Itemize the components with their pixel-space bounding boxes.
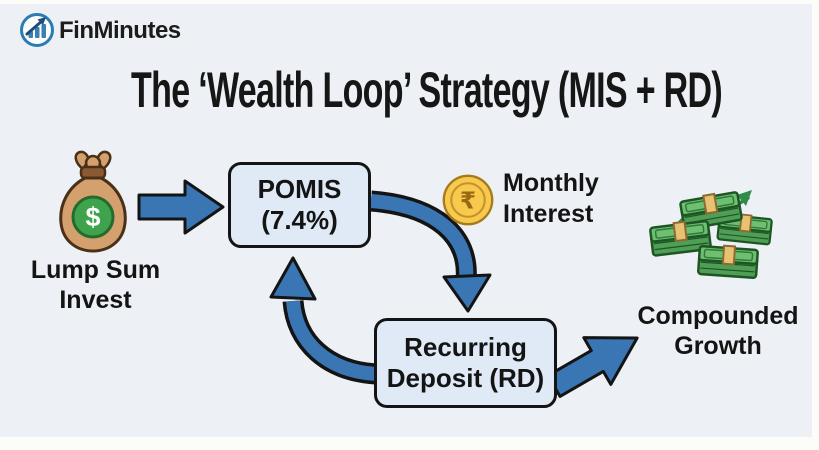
compounded-growth-line2: Growth: [674, 332, 762, 360]
arrow-pomis-to-rd: [370, 190, 492, 313]
right-edge-strip: [812, 0, 819, 450]
finminutes-logo-icon: [20, 13, 54, 47]
dollar-symbol: $: [85, 202, 100, 232]
rupee-symbol: ₹: [460, 187, 476, 213]
rd-line2: Deposit (RD): [386, 363, 545, 393]
cash-stacks-icon: [648, 188, 774, 280]
pomis-line2: (7.4%): [261, 205, 338, 235]
compounded-growth-line1: Compounded: [637, 302, 799, 330]
arrow-rd-to-pomis: [269, 256, 377, 385]
monthly-interest-label: Monthly Interest: [503, 168, 623, 230]
compounded-growth-label: Compounded Growth: [628, 301, 808, 361]
rd-line1: Recurring: [404, 332, 527, 362]
lump-sum-line2: Invest: [59, 286, 132, 314]
monthly-interest-line2: Interest: [503, 200, 594, 228]
page-title: The ‘Wealth Loop’ Strategy (MIS + RD): [131, 62, 723, 118]
lump-sum-line1: Lump Sum: [30, 256, 161, 284]
brand-name: FinMinutes: [59, 17, 181, 44]
pomis-box: POMIS (7.4%): [228, 162, 371, 248]
rupee-coin-icon: ₹: [442, 174, 494, 226]
bottom-edge-strip: [0, 437, 819, 450]
lump-sum-label: Lump Sum Invest: [13, 255, 178, 315]
top-edge-strip: [0, 0, 819, 4]
recurring-deposit-box: Recurring Deposit (RD): [374, 318, 557, 408]
arrow-rd-to-growth: [546, 336, 639, 398]
arrow-lumpsum-to-pomis: [137, 179, 225, 235]
monthly-interest-line1: Monthly: [503, 169, 599, 197]
money-bag-icon: $: [59, 150, 127, 253]
pomis-line1: POMIS: [257, 174, 342, 204]
